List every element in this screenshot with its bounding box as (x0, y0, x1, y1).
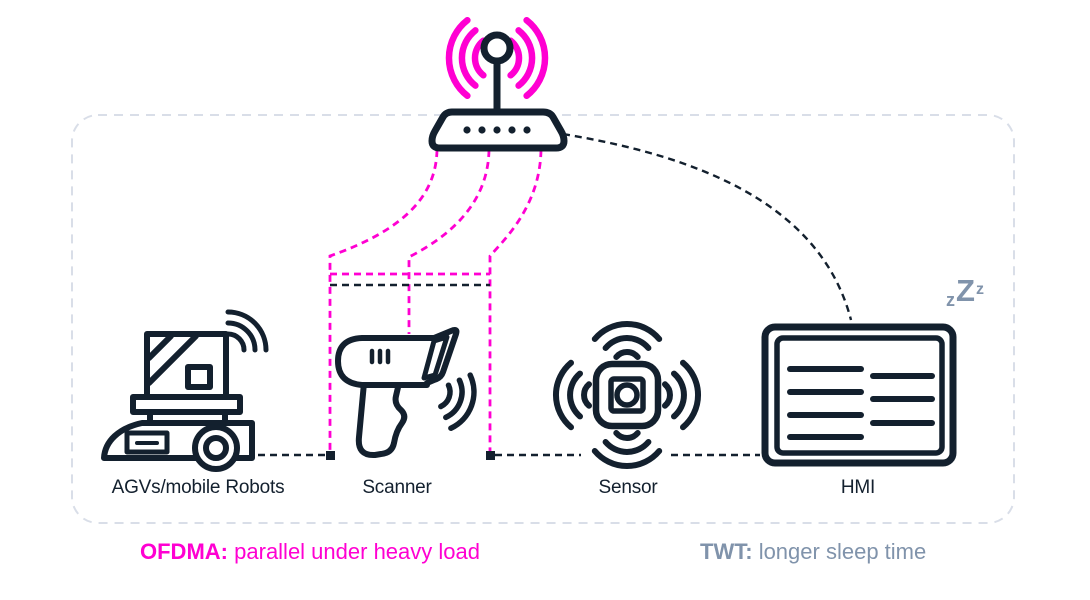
sleep-z-large: Z (956, 273, 975, 308)
boundary-frame (71, 114, 1015, 524)
hmi-panel-icon (761, 323, 957, 467)
hmi-text-lines (787, 366, 935, 440)
wifi-waves-icon (438, 372, 477, 431)
link-node-square (326, 451, 335, 460)
sleep-z-small: z (975, 281, 984, 298)
label-agv: AGVs/mobile Robots (111, 477, 285, 498)
twt-link-curve (562, 132, 853, 321)
scan-window (421, 334, 450, 381)
data-links (258, 132, 853, 460)
wifi-waves-icon (225, 309, 269, 353)
ofdma-channel-lines (328, 149, 543, 451)
sleep-zzz-indicator: z Z z (946, 275, 984, 309)
caption-twt-desc: longer sleep time (758, 539, 927, 564)
scanner-handle (355, 380, 408, 459)
radiating-waves-icon (552, 320, 702, 470)
caption-twt-term: TWT: (700, 539, 753, 564)
caption-ofdma-desc: parallel under heavy load (234, 539, 480, 564)
antenna-tip (480, 31, 514, 65)
caption-ofdma-term: OFDMA: (140, 539, 228, 564)
wireless-sensor-icon (552, 320, 702, 470)
caption-ofdma: OFDMA:parallel under heavy load (140, 539, 480, 565)
link-node-square (486, 451, 495, 460)
wifi-access-point-icon (428, 16, 568, 152)
sleep-z-small: z (946, 290, 955, 310)
label-hmi: HMI (840, 477, 876, 498)
label-sensor: Sensor (598, 477, 658, 498)
radio-waves-icon (445, 16, 549, 100)
agv-robot-icon (101, 309, 269, 472)
barcode-scanner-icon (335, 327, 477, 459)
router-led-dots (463, 126, 531, 134)
label-scanner: Scanner (362, 477, 432, 498)
caption-twt: TWT:longer sleep time (700, 539, 926, 565)
